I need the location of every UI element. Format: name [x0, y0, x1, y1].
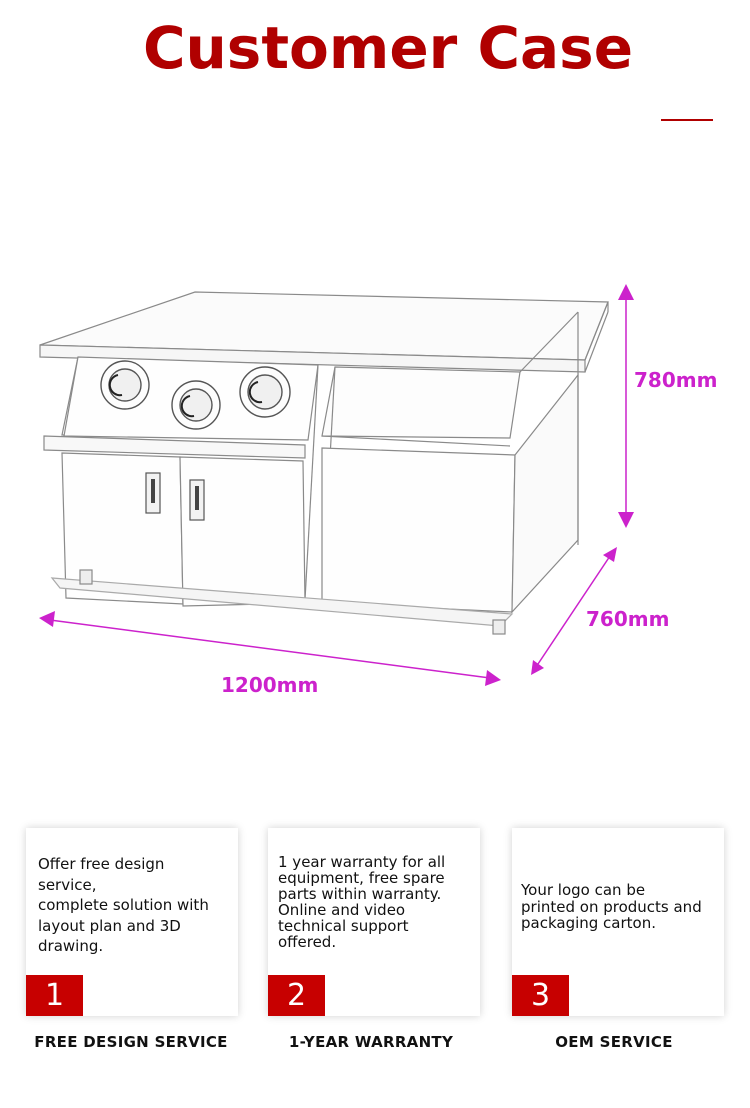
service-card-warranty: 1 year warranty for all equipment, free …: [268, 828, 480, 1016]
service-card-free-design: Offer free design service, complete solu…: [26, 828, 238, 1016]
service-card-description: 1 year warranty for all equipment, free …: [278, 853, 446, 951]
service-card-description: Offer free design service, complete solu…: [38, 855, 209, 955]
product-sketch-image: [39, 284, 634, 686]
width-dimension-label: 1200mm: [221, 673, 319, 697]
page-title: Customer Case: [142, 14, 634, 82]
service-number-badge: 1: [26, 975, 83, 1016]
service-card-description: Your logo can be printed on products and…: [521, 881, 702, 932]
title-underline-divider: [661, 119, 713, 121]
service-label-free-design: FREE DESIGN SERVICE: [34, 1033, 228, 1051]
depth-dimension-label: 760mm: [586, 607, 670, 631]
service-label-warranty: 1-YEAR WARRANTY: [288, 1033, 454, 1051]
service-label-oem: OEM SERVICE: [555, 1033, 673, 1051]
service-number-badge: 2: [268, 975, 325, 1016]
service-number-badge: 3: [512, 975, 569, 1016]
service-card-oem: Your logo can be printed on products and…: [512, 828, 724, 1016]
height-dimension-label: 780mm: [634, 368, 718, 392]
